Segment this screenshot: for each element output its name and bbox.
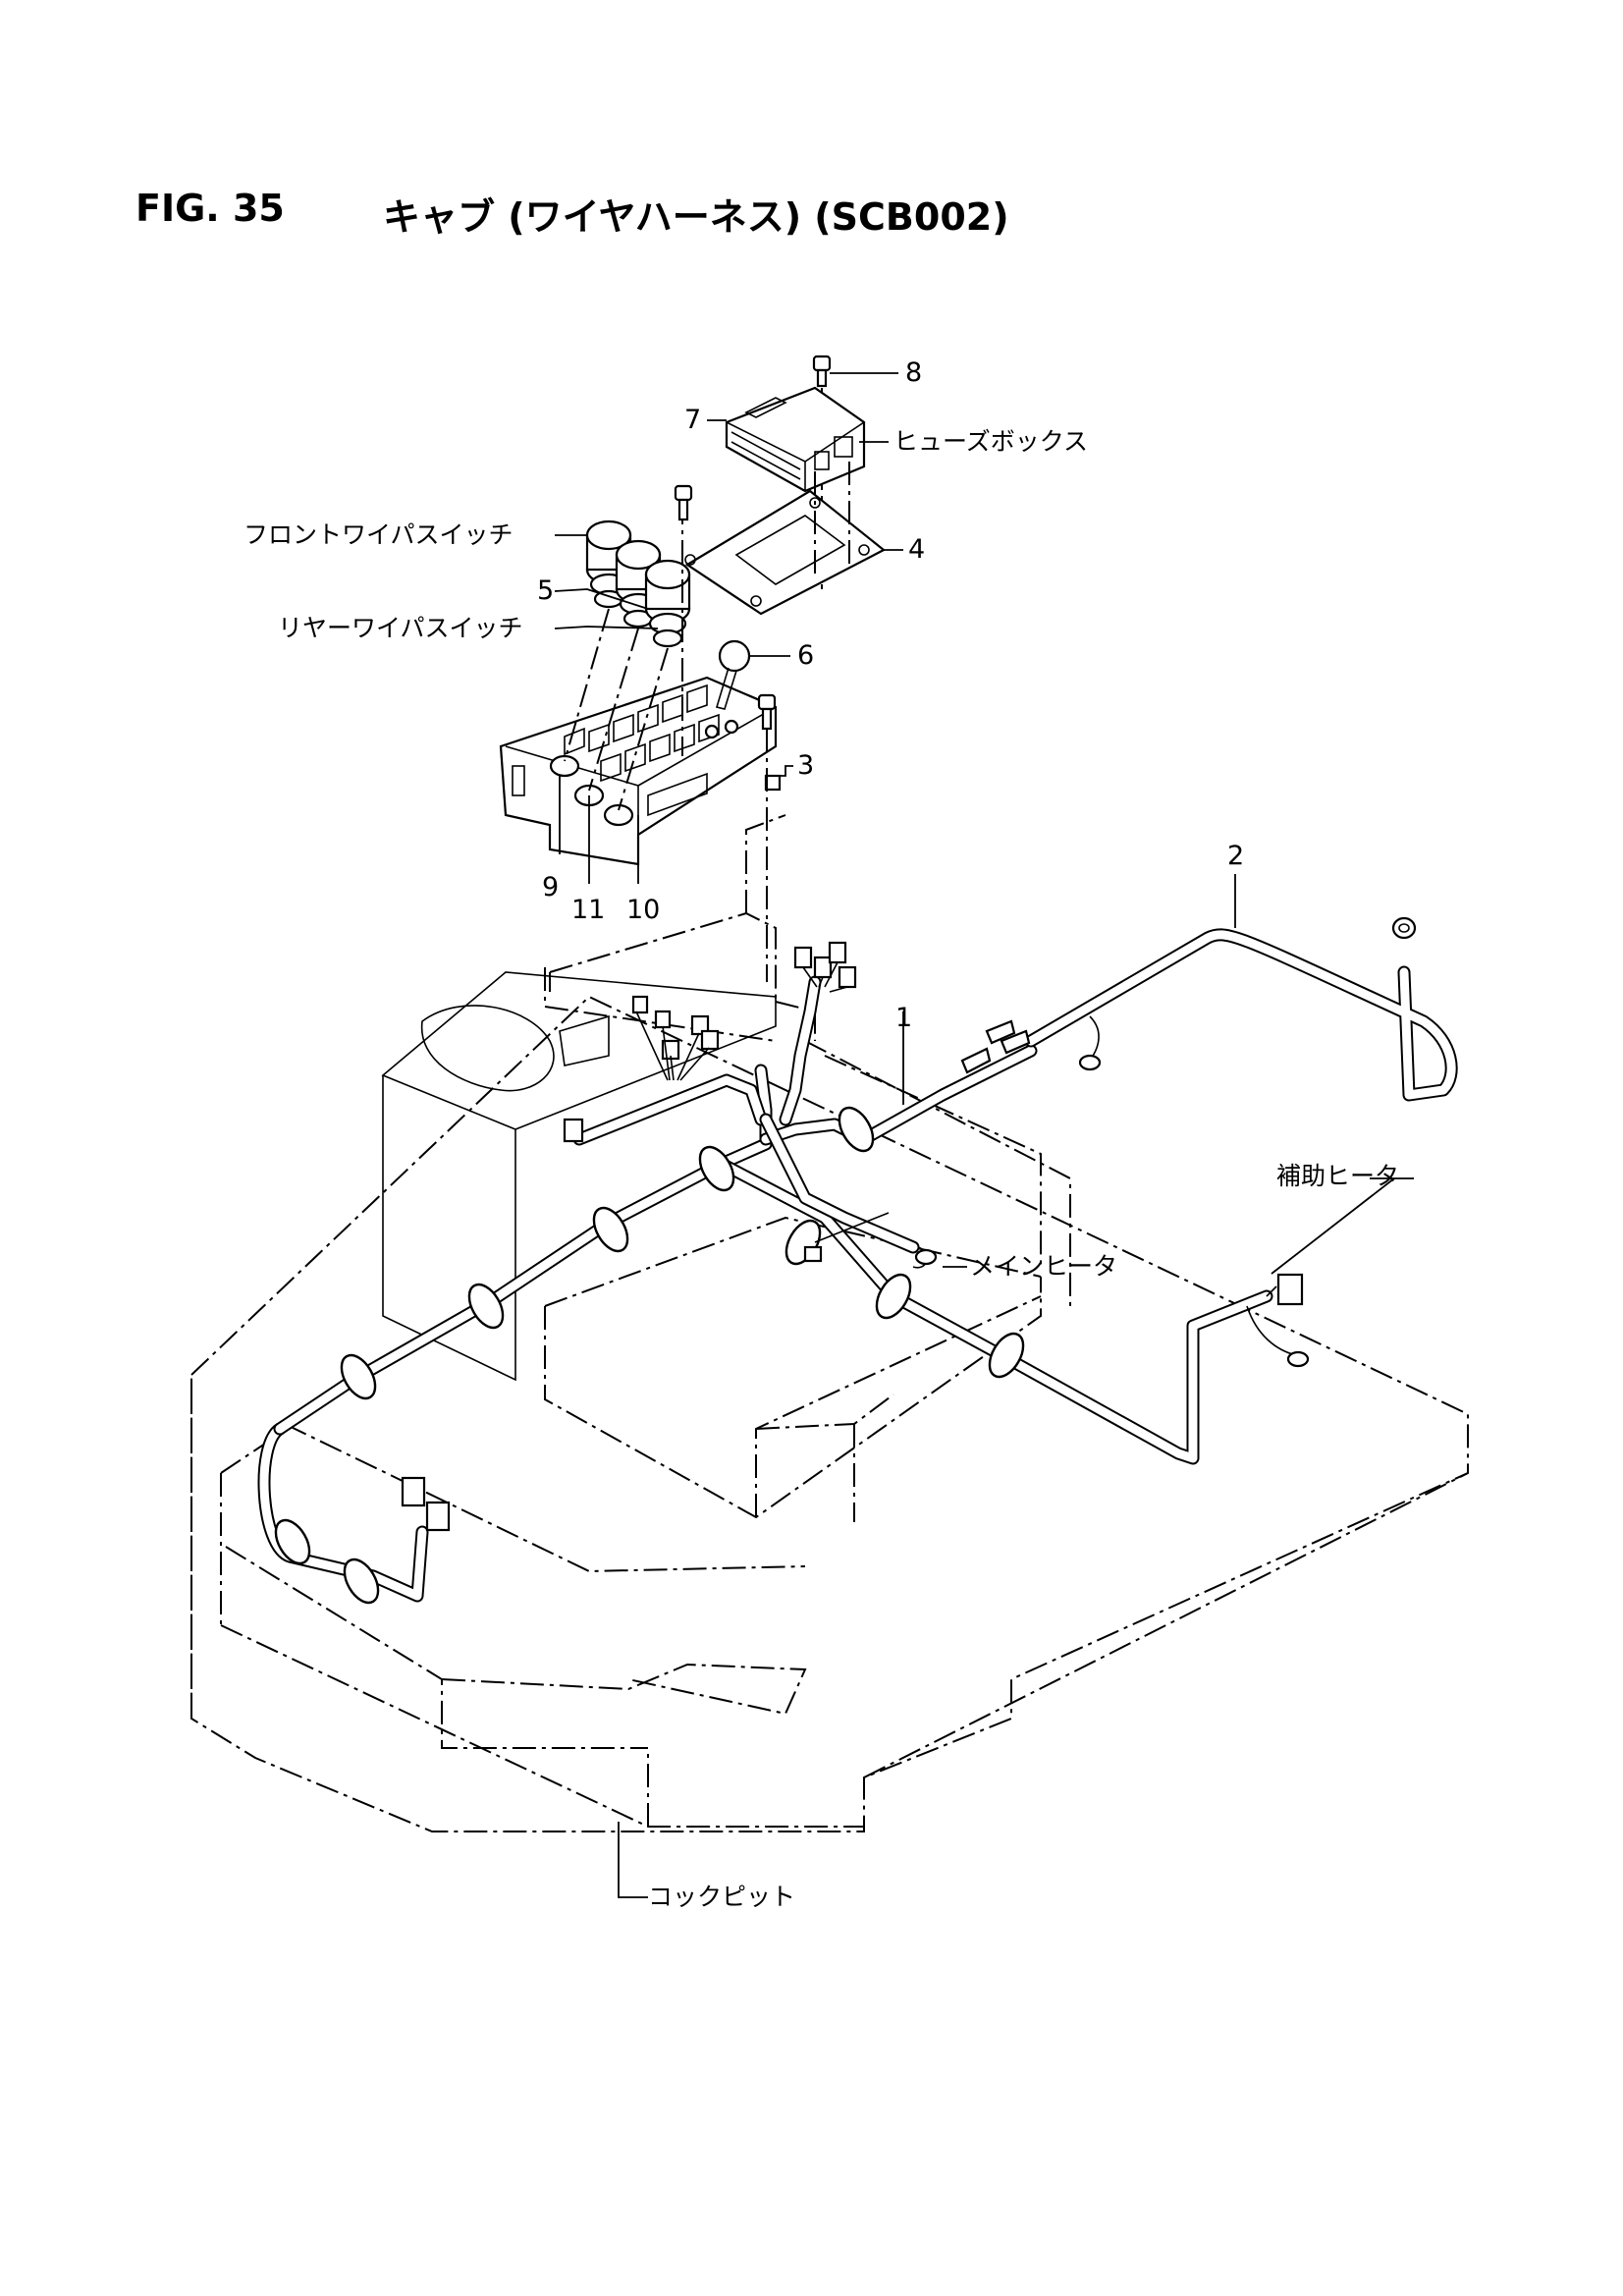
wiper-switches	[564, 501, 691, 811]
callout-4: 4	[908, 534, 925, 565]
cockpit-floor-outline	[190, 995, 1469, 1832]
callout-7: 7	[684, 405, 701, 435]
label-fuse-box: ヒューズボックス	[893, 427, 1088, 456]
callout-3: 3	[797, 750, 814, 781]
label-cockpit: コックピット	[648, 1883, 795, 1911]
callout-5: 5	[537, 575, 554, 606]
wire-harness-aux	[960, 916, 1458, 1102]
callout-10: 10	[626, 895, 660, 925]
callout-11: 11	[571, 895, 605, 925]
label-aux-heater: 補助ヒータ	[1276, 1162, 1399, 1190]
figure-number: FIG. 35	[135, 187, 285, 230]
center-box	[544, 1216, 1042, 1522]
fuse-box	[725, 386, 866, 579]
callout-2: 2	[1227, 841, 1244, 871]
part-labels: ヒューズボックス フロントワイパスイッチ リヤーワイパスイッチ 補助ヒータ メイ…	[243, 427, 1399, 1911]
fuse-box-plate	[684, 489, 887, 616]
switch-panel	[499, 676, 782, 866]
rear-wiper-switch-knob	[644, 559, 691, 648]
label-main-heater: メインヒータ	[970, 1252, 1117, 1281]
leader-lines	[554, 372, 1414, 1898]
callout-9: 9	[542, 872, 559, 902]
callout-8: 8	[905, 357, 922, 388]
wire-harness-main	[257, 941, 1310, 1605]
figure-caption: キャブ (ワイヤハーネス) (SCB002)	[383, 195, 1009, 239]
callout-6: 6	[797, 640, 814, 671]
label-rear-wiper-switch: リヤーワイパスイッチ	[278, 614, 523, 642]
left-console-box	[381, 967, 777, 1382]
label-front-wiper-switch: フロントワイパスイッチ	[243, 520, 514, 549]
callout-1: 1	[895, 1003, 912, 1033]
switch-slots	[564, 683, 720, 817]
callout-numbers: 8 7 4 5 6 3 9 11 10 2 1	[537, 357, 1244, 1033]
